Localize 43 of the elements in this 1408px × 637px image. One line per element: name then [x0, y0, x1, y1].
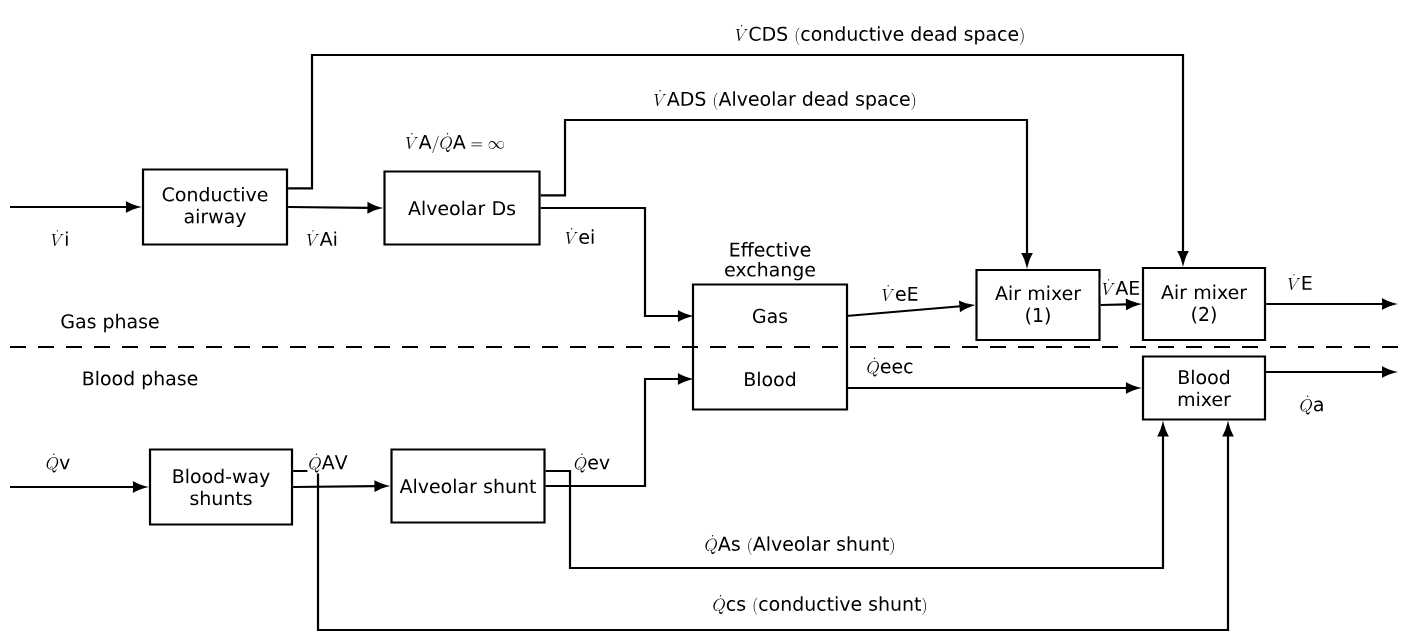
arrow — [1266, 298, 1395, 310]
process-box: Blood-way shunts — [148, 448, 294, 526]
arrow — [288, 202, 380, 213]
arrow — [293, 480, 387, 492]
process-box: Air mixer (2) — [1141, 266, 1267, 342]
edge-label: $\dot{Q}\mathrm{AV}$ — [307, 452, 349, 474]
arrow — [545, 373, 691, 488]
arrow — [540, 206, 691, 322]
arrow — [288, 53, 1189, 264]
edge-label: $\dot{Q}\mathrm{eec}$ — [865, 356, 915, 378]
process-box: Alveolar Ds — [383, 170, 541, 246]
edge-label: $\dot{Q}\mathrm{ev}$ — [572, 452, 612, 474]
compartment-label: Gas — [753, 308, 788, 324]
arrow — [545, 424, 1169, 570]
process-box: Conductive airway — [141, 168, 289, 246]
arrow — [540, 118, 1033, 266]
note-label: Gas phase — [61, 313, 159, 333]
node-label: Effective exchange — [725, 242, 815, 281]
edge-label: $\dot{Q}\mathrm{cs}\ \mathrm{(conductive\ shunt)}$ — [711, 594, 929, 616]
edge-label: $\dot{V}\mathrm{eE}$ — [880, 284, 920, 302]
compartment-label: Blood — [745, 371, 795, 387]
edge-label: $\dot{V}\mathrm{i}$ — [49, 229, 71, 247]
process-box: Blood mixer — [1141, 355, 1267, 421]
process-box: Alveolar shunt — [390, 448, 546, 524]
arrow — [293, 424, 1234, 632]
edge-label: $\dot{V}\mathrm{CDS}\ \mathrm{(conductive\ dead\ space)}$ — [733, 24, 1027, 46]
edge-label: $\dot{Q}\mathrm{a}$ — [1298, 394, 1326, 416]
note-label: $\dot{V}\mathrm{A}/\dot{Q}\mathrm{A} = \infty$ — [406, 133, 504, 153]
edge-label: $\dot{Q}\mathrm{v}$ — [44, 452, 72, 474]
edge-label: $\dot{Q}\mathrm{As}\ \mathrm{(Alveolar\ shunt)}$ — [703, 534, 897, 556]
note-label: Blood phase — [83, 370, 198, 390]
edge-label: $\dot{V}\mathrm{Ai}$ — [305, 229, 339, 247]
arrow — [1100, 299, 1139, 310]
edge-label: $\dot{V}\mathrm{AE}$ — [1100, 278, 1142, 296]
edge-label: $\dot{V}\mathrm{ei}$ — [563, 227, 597, 245]
process-box: Air mixer (1) — [975, 268, 1101, 342]
arrow — [1266, 366, 1395, 378]
edge-label: $\dot{V}\mathrm{E}$ — [1286, 273, 1314, 291]
arrow — [10, 481, 146, 493]
edge-label: $\dot{V}\mathrm{ADS}\ \mathrm{(Alveolar\ dead\ space)}$ — [652, 89, 918, 111]
arrow — [846, 301, 972, 318]
arrow — [10, 201, 139, 213]
arrow — [846, 382, 1139, 394]
